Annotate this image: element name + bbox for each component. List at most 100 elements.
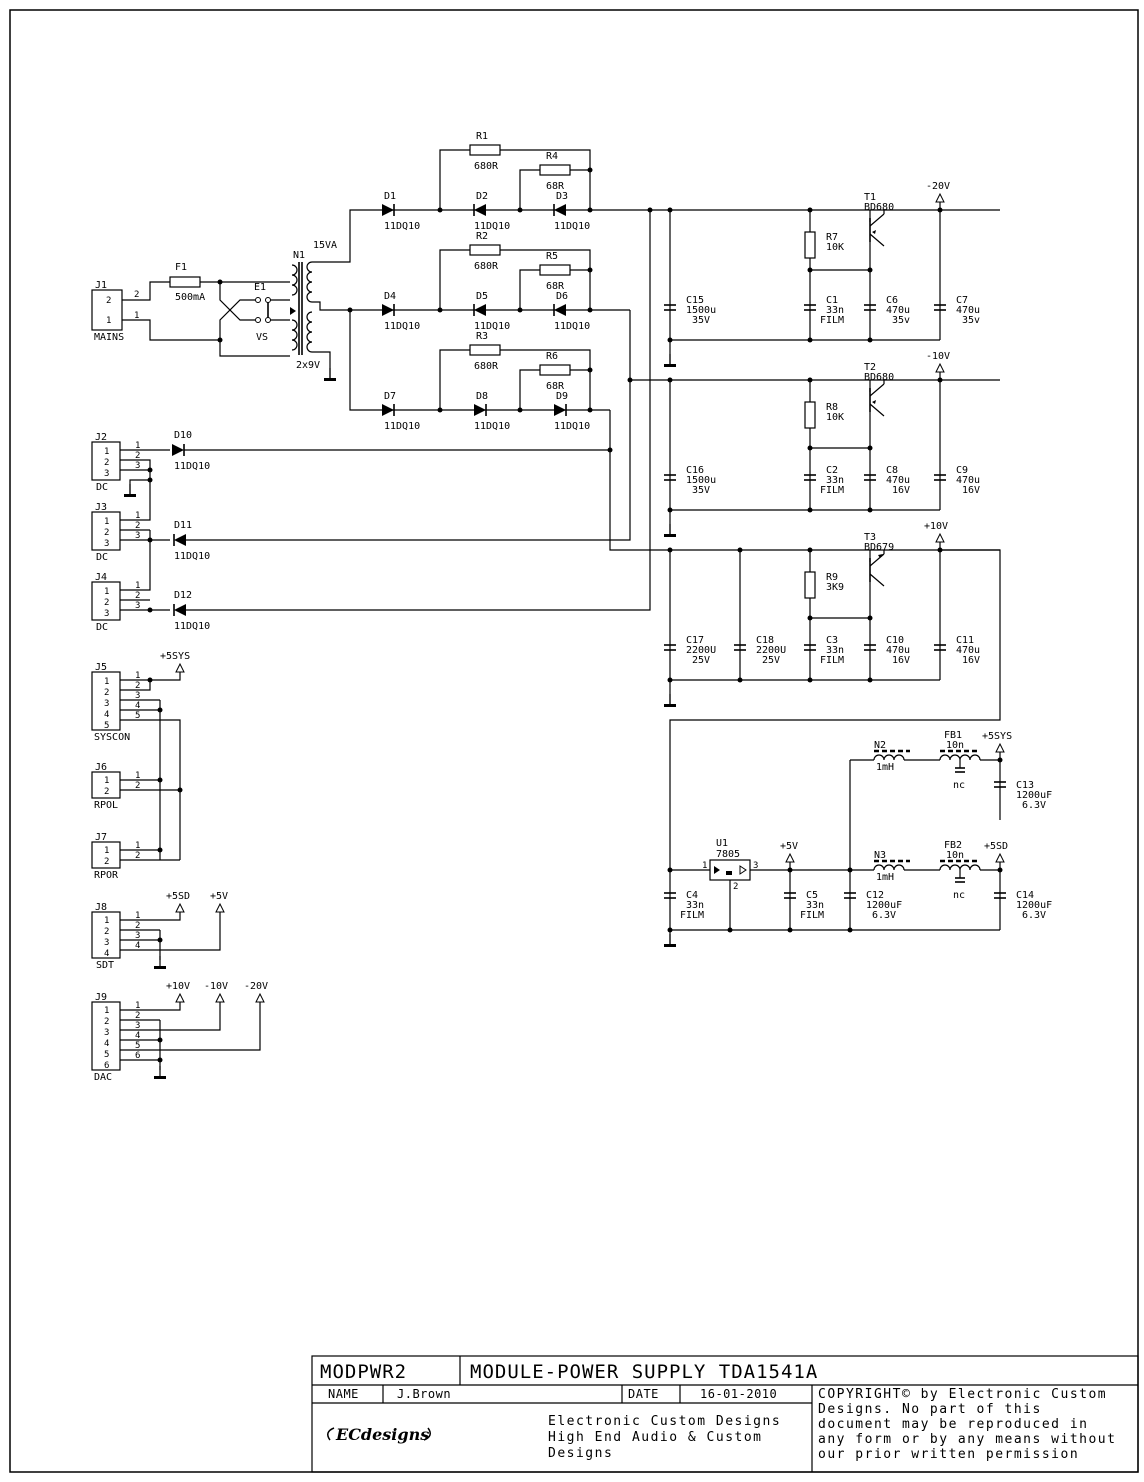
j5-pin-5: 5	[104, 721, 109, 731]
fb2-ref: FB2	[944, 840, 962, 851]
n2-ref: N2	[874, 740, 886, 751]
rail-p5sys-label: +5SYS	[982, 731, 1012, 742]
fb1-value: 10n	[946, 740, 964, 751]
resistor-r1	[469, 144, 501, 156]
wire	[120, 910, 181, 921]
u1-value: 7805	[716, 849, 740, 860]
r5-value: 68R	[546, 281, 565, 292]
j1-wire-label-2: 2	[134, 290, 139, 300]
diode-d4: D4 11DQ10	[382, 291, 420, 332]
d11-ref: D11	[174, 520, 192, 531]
j5-wire-3: 3	[135, 691, 140, 701]
d3-value: 11DQ10	[554, 221, 590, 232]
j8-wire-2: 2	[135, 921, 140, 931]
wire	[120, 480, 151, 521]
wire	[122, 281, 170, 301]
wire	[500, 349, 591, 410]
j6-pin-1: 1	[104, 776, 109, 786]
fuse-f1	[169, 276, 201, 288]
c18-v1: 2200U	[756, 645, 786, 656]
resistor-r6	[539, 364, 571, 376]
d2-ref: D2	[476, 191, 488, 202]
r7-ref: R7	[826, 232, 838, 243]
rail-p5sd-label: +5SD	[984, 841, 1008, 852]
j9-wire-5: 5	[135, 1041, 140, 1051]
c9-ref: C9	[956, 465, 968, 476]
c12-v2: 6.3V	[872, 910, 896, 921]
d8-ref: D8	[476, 391, 488, 402]
d4-ref: D4	[384, 291, 396, 302]
wire	[120, 670, 181, 681]
wire	[519, 169, 540, 210]
j1-pin-1: 1	[106, 316, 111, 326]
j6-wire-2: 2	[135, 781, 140, 791]
c1-v1: 33n	[826, 305, 844, 316]
d12-value: 11DQ10	[174, 621, 210, 632]
j3-name: DC	[96, 552, 108, 563]
diode-d6: D6 11DQ10	[553, 291, 590, 332]
r4-ref: R4	[546, 151, 558, 162]
transformer-n1: N1 15VA 2x9V	[290, 240, 337, 371]
j7-ref: J7	[95, 832, 107, 843]
diode-d10: D10 11DQ10	[172, 430, 210, 472]
j5-pin-1: 1	[104, 677, 109, 687]
c2-ref: C2	[826, 465, 838, 476]
j5-pin-2: 2	[104, 688, 109, 698]
j3-wire-2: 2	[135, 521, 140, 531]
r8-value: 10K	[826, 412, 844, 423]
j9-wire-4: 4	[135, 1031, 140, 1041]
mains-connector-j1: J1 MAINS 2 1 2 1	[91, 280, 139, 343]
j9-rail-m10v-label: -10V	[204, 981, 228, 992]
n1-secondary: 2x9V	[296, 360, 320, 371]
j5-name: SYSCON	[94, 732, 130, 743]
c14-v2: 6.3V	[1022, 910, 1046, 921]
j9-rail-m20v-label: -20V	[244, 981, 268, 992]
c5-v1: 33n	[806, 900, 824, 911]
c7-v1: 470u	[956, 305, 980, 316]
c1-ref: C1	[826, 295, 838, 306]
u1-ref: U1	[716, 838, 728, 849]
j3-ref: J3	[95, 502, 107, 513]
resistor-r3	[469, 344, 501, 356]
title-block: MODPWR2 MODULE-POWER SUPPLY TDA1541A NAM…	[311, 1355, 1139, 1473]
r8-ref: R8	[826, 402, 838, 413]
j9-wire-3: 3	[135, 1021, 140, 1031]
regulator-u1: U1 7805 1 3 2	[702, 838, 758, 892]
wire	[439, 149, 470, 210]
diode-d2: D2 11DQ10	[473, 191, 510, 232]
j8-name: SDT	[96, 960, 114, 971]
diode-d8: D8 11DQ10	[474, 391, 510, 432]
wire	[312, 209, 380, 263]
transistor-t1: T1 BD680	[864, 192, 894, 247]
j4-wire-2: 2	[135, 591, 140, 601]
c3-v2: FILM	[820, 655, 844, 666]
d12-ref: D12	[174, 590, 192, 601]
wire	[120, 1000, 261, 1051]
d1-ref: D1	[384, 191, 396, 202]
n1-value: 15VA	[313, 240, 337, 251]
copyright-line-5: our prior written permission	[818, 1447, 1079, 1462]
d7-value: 11DQ10	[384, 421, 420, 432]
c12-ref: C12	[866, 890, 884, 901]
wire	[186, 380, 631, 541]
wire	[349, 310, 380, 411]
diode-d5: D5 11DQ10	[473, 291, 510, 332]
d1-value: 11DQ10	[384, 221, 420, 232]
r9-ref: R9	[826, 572, 838, 583]
c13-v1: 1200uF	[1016, 790, 1052, 801]
r7-value: 10K	[826, 242, 844, 253]
r5-ref: R5	[546, 251, 558, 262]
connector-j5: J5 SYSCON 1 2 3 4 5	[91, 662, 130, 743]
j6-wire-1: 1	[135, 771, 140, 781]
copyright-line-4: any form or by any means without	[818, 1432, 1116, 1447]
j9-pin-1: 1	[104, 1006, 109, 1016]
wire	[120, 719, 181, 860]
d9-ref: D9	[556, 391, 568, 402]
j6-pin-2: 2	[104, 787, 109, 797]
wire	[312, 301, 380, 311]
c18-ref: C18	[756, 635, 774, 646]
wire	[629, 310, 1000, 381]
copyright-line-3: document may be reproduced in	[818, 1417, 1088, 1432]
diode-d3: D3 11DQ10	[553, 191, 590, 232]
resistor-r4	[539, 164, 571, 176]
